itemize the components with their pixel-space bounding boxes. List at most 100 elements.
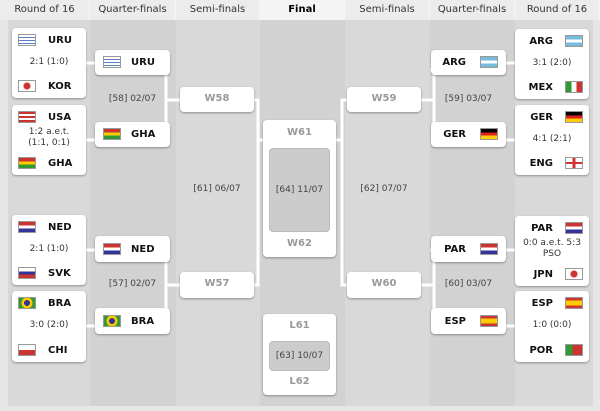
team-name: PAR [531, 222, 553, 234]
flag-icon [480, 128, 498, 140]
flag-icon [18, 221, 36, 233]
match-date: [64] 11/07 [275, 185, 324, 195]
qf-team-arg[interactable]: ARG [431, 50, 506, 75]
flag-icon [18, 80, 36, 92]
column-bg [176, 20, 260, 406]
match-score: 3:1 (2:0) [532, 58, 572, 68]
qf-team-bra[interactable]: BRA [95, 308, 170, 334]
match-date: [62] 07/07 [360, 184, 408, 194]
team-name: ESP [531, 297, 553, 309]
team-name: ARG [529, 35, 553, 47]
match-score: 2:1 (1:0) [29, 244, 69, 254]
team-name: GER [443, 128, 466, 140]
match-r16-arg-mex[interactable]: ARG 3:1 (2:0) MEX [515, 29, 589, 99]
flag-icon [565, 344, 583, 356]
flag-icon [565, 81, 583, 93]
final-match[interactable]: W61 [64] 11/07 W62 [263, 120, 336, 257]
slot-label: L61 [289, 320, 310, 331]
slot-label: W58 [204, 93, 230, 104]
qf-team-uru[interactable]: URU [95, 50, 170, 75]
match-date: [60] 03/07 [444, 279, 493, 289]
team-name: ESP [444, 315, 466, 327]
team-name: KOR [48, 80, 72, 92]
header-semi-finals: Semi-finals [345, 0, 430, 20]
qf-team-esp[interactable]: ESP [431, 308, 506, 334]
slot-label: W57 [204, 278, 230, 289]
team-name: URU [131, 56, 155, 68]
flag-icon [480, 56, 498, 68]
match-date: [57] 02/07 [108, 279, 157, 289]
flag-icon [18, 267, 36, 279]
flag-icon [480, 243, 498, 255]
flag-icon [565, 222, 583, 234]
team-name: URU [48, 34, 72, 46]
team-name: ENG [529, 157, 553, 169]
match-score: 0:0 a.e.t. 5:3 PSO [523, 238, 581, 259]
team-name: BRA [131, 315, 155, 327]
team-name: CHI [48, 344, 68, 356]
column-bg [90, 20, 176, 406]
flag-icon [565, 111, 583, 123]
match-date: [58] 02/07 [108, 94, 157, 104]
slot-label: L62 [289, 376, 310, 387]
team-name: GHA [131, 128, 156, 140]
flag-icon [103, 128, 121, 140]
header-semi-finals: Semi-finals [176, 0, 260, 20]
header-round-of-16: Round of 16 [0, 0, 90, 20]
team-name: GHA [48, 157, 73, 169]
flag-icon [18, 344, 36, 356]
flag-icon [480, 315, 498, 327]
match-r16-usa-gha[interactable]: USA 1:2 a.e.t. (1:1, 0:1) GHA [12, 105, 86, 175]
match-score: 2:1 (1:0) [29, 57, 69, 67]
header-quarter-finals: Quarter-finals [430, 0, 515, 20]
match-r16-esp-por[interactable]: ESP 1:0 (0:0) POR [515, 291, 589, 362]
team-name: MEX [528, 81, 554, 93]
qf-team-ned[interactable]: NED [95, 236, 170, 262]
flag-icon [565, 297, 583, 309]
match-score: 1:0 (0:0) [532, 320, 572, 330]
team-name: NED [48, 221, 72, 233]
match-r16-bra-chi[interactable]: BRA 3:0 (2:0) CHI [12, 291, 86, 362]
sf-slot-w58[interactable]: W58 [180, 87, 254, 112]
slot-label: W62 [287, 238, 312, 249]
flag-icon [565, 157, 583, 169]
third-place-info: [63] 10/07 [269, 341, 330, 371]
team-name: POR [529, 344, 553, 356]
match-r16-par-jpn[interactable]: PAR 0:0 a.e.t. 5:3 PSO JPN [515, 216, 589, 286]
match-date: [61] 06/07 [193, 184, 241, 194]
flag-icon [18, 157, 36, 169]
column-bg [430, 20, 515, 406]
team-name: GER [530, 111, 553, 123]
match-score: 4:1 (2:1) [532, 134, 572, 144]
match-r16-ger-eng[interactable]: GER 4:1 (2:1) ENG [515, 105, 589, 175]
team-name: ARG [442, 56, 466, 68]
team-name: BRA [48, 297, 72, 309]
team-name: SVK [48, 267, 71, 279]
flag-icon [565, 35, 583, 47]
team-name: USA [48, 111, 72, 123]
qf-team-ger[interactable]: GER [431, 122, 506, 147]
match-date: [59] 03/07 [444, 94, 493, 104]
match-score: 1:2 a.e.t. (1:1, 0:1) [28, 127, 70, 148]
flag-icon [565, 268, 583, 280]
sf-slot-w59[interactable]: W59 [347, 87, 421, 112]
team-name: JPN [533, 268, 553, 280]
column-bg [345, 20, 430, 406]
third-place-match[interactable]: L61 [63] 10/07 L62 [263, 314, 336, 395]
qf-team-par[interactable]: PAR [431, 236, 506, 262]
final-info: [64] 11/07 [269, 148, 330, 232]
flag-icon [18, 297, 36, 309]
sf-slot-w57[interactable]: W57 [180, 272, 254, 298]
match-r16-ned-svk[interactable]: NED 2:1 (1:0) SVK [12, 215, 86, 285]
qf-team-gha[interactable]: GHA [95, 122, 170, 147]
match-date: [63] 10/07 [275, 351, 324, 361]
flag-icon [103, 56, 121, 68]
match-r16-uru-kor[interactable]: URU 2:1 (1:0) KOR [12, 28, 86, 98]
header-final: Final [260, 0, 345, 20]
sf-slot-w60[interactable]: W60 [347, 272, 421, 298]
header-quarter-finals: Quarter-finals [90, 0, 176, 20]
slot-label: W60 [371, 278, 397, 289]
team-name: NED [131, 243, 155, 255]
match-score: 3:0 (2:0) [29, 320, 69, 330]
